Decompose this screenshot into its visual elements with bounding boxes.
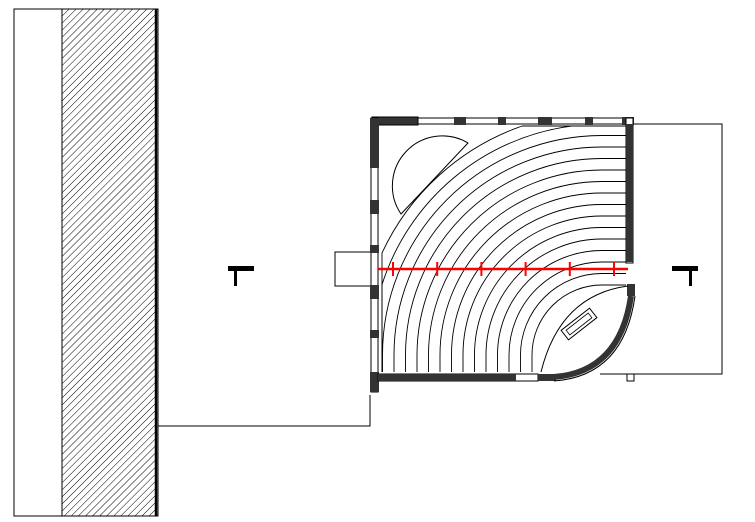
stage-half-disc: [391, 135, 469, 215]
seating-row-arc: [451, 204, 626, 372]
podium-table: [560, 307, 598, 341]
seating-row-arc: [382, 135, 626, 372]
seating-rows: [381, 125, 626, 372]
corner-column-marker: [626, 373, 635, 382]
seating-row-arc: [485, 238, 626, 372]
seating-row-arc: [405, 158, 626, 372]
site-boundary-line: [158, 395, 371, 427]
podium-table-inner: [565, 312, 593, 336]
seating-row-arc: [497, 250, 626, 372]
seating-row-arc: [381, 125, 626, 372]
terrace-outline: [600, 123, 723, 375]
seating-row-arc: [474, 227, 626, 372]
section-marker-right: [672, 266, 698, 286]
seating-row-arc: [381, 125, 626, 372]
seating-row-arc: [439, 192, 626, 372]
dimension-line: [378, 262, 628, 276]
seating-row-arc: [508, 261, 626, 372]
seating-row-arc: [531, 284, 626, 372]
section-marker-left: [228, 266, 254, 286]
seating-row-arc: [520, 273, 626, 372]
room-walls: [370, 116, 636, 393]
platform-edge: [540, 285, 629, 373]
seating-row-arc: [462, 215, 626, 372]
entrance-stub: [334, 251, 372, 287]
hatched-wall-section: [61, 8, 157, 517]
seating-row-arc: [416, 169, 626, 372]
seating-row-arc: [393, 146, 626, 372]
seating-row-arc: [428, 181, 626, 372]
